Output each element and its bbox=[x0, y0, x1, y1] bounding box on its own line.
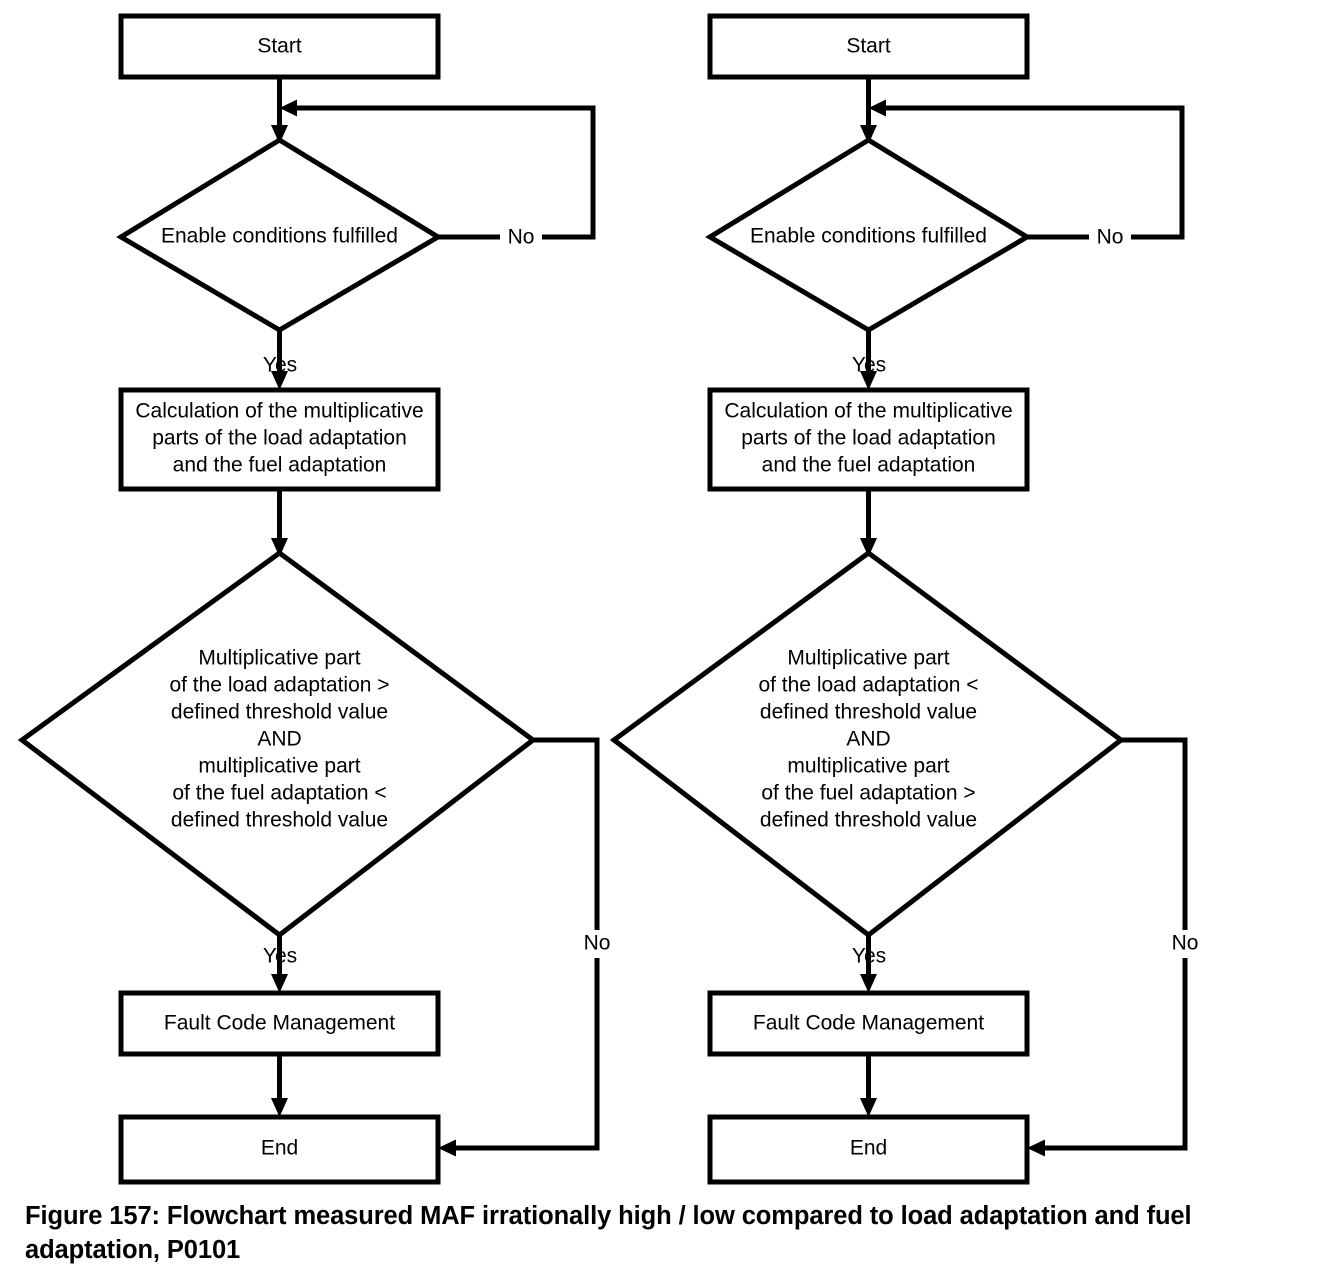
branch-label-enable-yes-right: Yes bbox=[852, 354, 886, 377]
node-end-left[interactable]: End bbox=[118, 1114, 441, 1185]
arrow-head-icon bbox=[868, 99, 886, 117]
arrow-head-icon bbox=[860, 371, 877, 390]
node-calculation-left[interactable]: Calculation of the multiplicative parts … bbox=[118, 387, 441, 492]
node-main-decision-right-line1: Multiplicative part bbox=[787, 647, 949, 670]
edge-start-to-enable-right bbox=[860, 77, 877, 144]
edge-enable-yes-left: Yes bbox=[263, 327, 297, 390]
node-main-decision-right-line7: defined threshold value bbox=[760, 809, 977, 832]
node-calculation-left-line2: parts of the load adaptation bbox=[152, 427, 407, 450]
node-end-right-label: End bbox=[850, 1137, 887, 1160]
edge-start-to-enable-left bbox=[271, 77, 288, 144]
branch-label-enable-no-right: No bbox=[1097, 226, 1124, 249]
figure-caption: Figure 157: Flowchart measured MAF irrat… bbox=[25, 1202, 1192, 1264]
node-start-left-label: Start bbox=[257, 35, 302, 58]
node-end-right[interactable]: End bbox=[707, 1114, 1030, 1185]
arrow-head-icon bbox=[438, 1139, 456, 1157]
no-label-backdrop bbox=[578, 930, 618, 958]
node-main-decision-left-line1: Multiplicative part bbox=[198, 647, 360, 670]
node-main-decision-left-line2: of the load adaptation > bbox=[169, 674, 389, 697]
node-end-left-label: End bbox=[261, 1137, 298, 1160]
arrow-head-icon bbox=[860, 1098, 877, 1117]
node-calculation-right[interactable]: Calculation of the multiplicative parts … bbox=[707, 387, 1030, 492]
node-main-decision-left[interactable]: Multiplicative part of the load adaptati… bbox=[17, 549, 538, 939]
edge-fault-to-end-left bbox=[271, 1054, 288, 1117]
edge-main-no-left: No bbox=[438, 737, 618, 1157]
node-fault-code-management-left[interactable]: Fault Code Management bbox=[118, 990, 441, 1057]
node-calculation-left-line1: Calculation of the multiplicative bbox=[135, 400, 423, 423]
node-main-decision-left-line6: of the fuel adaptation < bbox=[172, 782, 386, 805]
node-main-decision-right[interactable]: Multiplicative part of the load adaptati… bbox=[609, 549, 1126, 939]
node-enable-decision-left[interactable]: Enable conditions fulfilled bbox=[116, 137, 443, 333]
node-calculation-left-line3: and the fuel adaptation bbox=[173, 454, 387, 477]
node-main-decision-right-line5: multiplicative part bbox=[787, 755, 949, 778]
no-label-backdrop bbox=[1089, 226, 1131, 248]
node-main-decision-left-line4: AND bbox=[257, 728, 301, 751]
arrow-head-icon bbox=[271, 538, 288, 557]
branch-label-main-no-right: No bbox=[1172, 932, 1199, 955]
edge-calculation-to-main-left bbox=[271, 489, 288, 557]
branch-label-enable-yes-left: Yes bbox=[263, 354, 297, 377]
flow-column-left: Start No Enable conditions fulfilled bbox=[17, 13, 618, 1185]
node-main-decision-left-line5: multiplicative part bbox=[198, 755, 360, 778]
edge-calculation-to-main-right bbox=[860, 489, 877, 557]
node-fault-code-management-right[interactable]: Fault Code Management bbox=[707, 990, 1030, 1057]
node-enable-decision-right[interactable]: Enable conditions fulfilled bbox=[705, 137, 1032, 333]
arrow-head-icon bbox=[271, 974, 288, 993]
edge-enable-no-loop-left: No bbox=[279, 99, 596, 249]
flow-column-right: Start No Enable conditions fulfilled bbox=[609, 13, 1206, 1185]
arrow-head-icon bbox=[860, 974, 877, 993]
node-main-decision-right-line3: defined threshold value bbox=[760, 701, 977, 724]
node-calculation-right-line2: parts of the load adaptation bbox=[741, 427, 996, 450]
node-fault-code-management-left-label: Fault Code Management bbox=[164, 1012, 395, 1035]
arrow-head-icon bbox=[271, 1098, 288, 1117]
arrow-head-icon bbox=[1027, 1139, 1045, 1157]
node-enable-decision-right-label: Enable conditions fulfilled bbox=[750, 225, 987, 248]
arrow-head-icon bbox=[860, 125, 877, 144]
edge-enable-no-loop-right: No bbox=[868, 99, 1185, 249]
node-start-left[interactable]: Start bbox=[118, 13, 441, 80]
edge-main-no-right: No bbox=[1027, 737, 1206, 1157]
node-main-decision-right-line2: of the load adaptation < bbox=[758, 674, 978, 697]
edge-main-yes-left: Yes bbox=[263, 932, 297, 993]
node-fault-code-management-right-label: Fault Code Management bbox=[753, 1012, 984, 1035]
node-enable-decision-left-label: Enable conditions fulfilled bbox=[161, 225, 398, 248]
edge-fault-to-end-right bbox=[860, 1054, 877, 1117]
node-calculation-right-line3: and the fuel adaptation bbox=[762, 454, 976, 477]
flowchart-canvas: Start No Enable conditions fulfilled bbox=[17, 13, 1206, 1185]
edge-enable-yes-right: Yes bbox=[852, 327, 886, 390]
branch-label-main-yes-right: Yes bbox=[852, 945, 886, 968]
no-label-backdrop bbox=[1166, 930, 1206, 958]
arrow-head-icon bbox=[271, 125, 288, 144]
node-main-decision-right-line4: AND bbox=[846, 728, 890, 751]
node-main-decision-left-line3: defined threshold value bbox=[171, 701, 388, 724]
node-start-right[interactable]: Start bbox=[707, 13, 1030, 80]
node-calculation-right-line1: Calculation of the multiplicative bbox=[724, 400, 1012, 423]
no-label-backdrop bbox=[500, 226, 542, 248]
arrow-head-icon bbox=[271, 371, 288, 390]
branch-label-enable-no-left: No bbox=[508, 226, 535, 249]
node-main-decision-left-line7: defined threshold value bbox=[171, 809, 388, 832]
branch-label-main-yes-left: Yes bbox=[263, 945, 297, 968]
arrow-head-icon bbox=[860, 538, 877, 557]
node-start-right-label: Start bbox=[846, 35, 891, 58]
branch-label-main-no-left: No bbox=[584, 932, 611, 955]
edge-main-yes-right: Yes bbox=[852, 932, 886, 993]
node-main-decision-right-line6: of the fuel adaptation > bbox=[761, 782, 975, 805]
arrow-head-icon bbox=[279, 99, 297, 117]
